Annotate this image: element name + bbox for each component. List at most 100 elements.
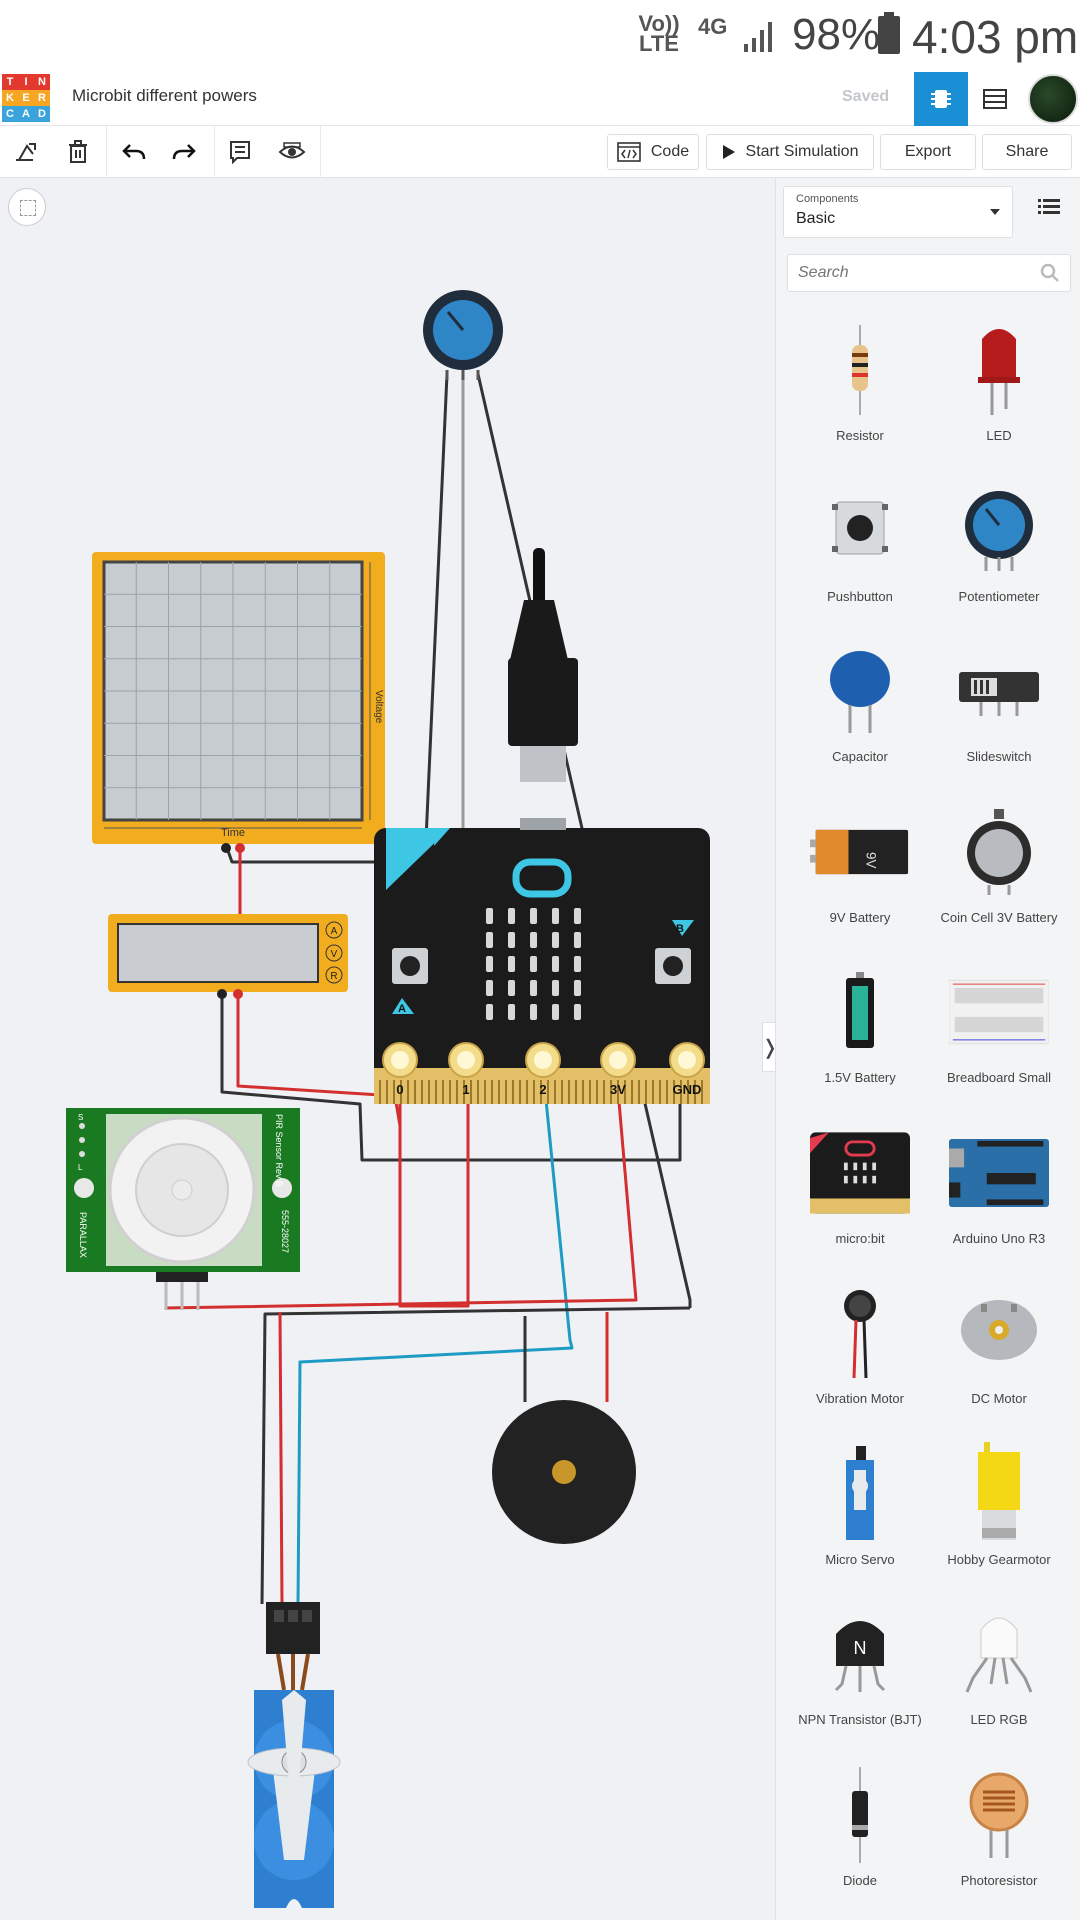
led <box>552 908 559 924</box>
wire-blue[interactable] <box>296 1089 574 1605</box>
component-label: Resistor <box>836 428 884 443</box>
component-tile[interactable]: Slideswitch <box>929 641 1069 801</box>
component-tile[interactable]: micro:bit <box>790 1123 930 1283</box>
saved-status: Saved <box>842 88 890 105</box>
pushbutton-icon <box>810 481 910 581</box>
pin-0-label: 0 <box>396 1082 403 1097</box>
component-tile[interactable]: Arduino Uno R3 <box>929 1123 1069 1283</box>
toolbar-divider <box>320 126 321 178</box>
logo-letter: A <box>18 106 34 122</box>
component-label: Hobby Gearmotor <box>947 1551 1051 1567</box>
microbit-board[interactable]: A B 0 1 2 3V GND <box>374 818 710 1104</box>
wire-black[interactable] <box>260 1306 691 1605</box>
resistor-icon <box>810 320 910 420</box>
component-tile[interactable]: Capacitor <box>790 641 930 801</box>
component-tile[interactable]: Pushbutton <box>790 481 930 641</box>
share-button[interactable]: Share <box>982 134 1072 170</box>
oscilloscope[interactable]: Time Voltage <box>92 552 385 853</box>
component-tile[interactable]: Diode <box>790 1765 930 1920</box>
led <box>486 932 493 948</box>
wire-black[interactable] <box>220 990 682 1162</box>
battery-icon <box>878 12 900 54</box>
led <box>508 908 515 924</box>
wire-red[interactable] <box>236 990 402 1127</box>
start-simulation-button[interactable]: Start Simulation <box>706 134 874 170</box>
toggle-notes-visibility-button[interactable] <box>276 136 308 168</box>
component-tile[interactable]: N NPN Transistor (BJT) <box>790 1604 930 1764</box>
wire-red[interactable] <box>278 1311 284 1605</box>
undo-icon <box>122 144 146 160</box>
play-icon <box>722 145 735 159</box>
component-label: NPN Transistor (BJT) <box>798 1712 922 1727</box>
delete-button[interactable] <box>62 136 94 168</box>
logo-letter: D <box>34 106 50 122</box>
component-tile[interactable]: DC Motor <box>929 1283 1069 1443</box>
component-tile[interactable]: Micro Servo <box>790 1444 930 1604</box>
component-search[interactable] <box>787 254 1071 292</box>
multimeter[interactable]: A V R <box>108 914 348 999</box>
undo-button[interactable] <box>118 136 150 168</box>
component-tile[interactable]: LED RGB <box>929 1604 1069 1764</box>
component-tile[interactable]: Vibration Motor <box>790 1283 930 1443</box>
led <box>574 1004 581 1020</box>
component-tile[interactable]: Potentiometer <box>929 481 1069 641</box>
svg-text:N: N <box>854 1638 867 1658</box>
redo-button[interactable] <box>168 136 200 168</box>
wire-red[interactable] <box>164 1089 638 1310</box>
trash-icon <box>69 140 87 163</box>
components-label: Components <box>796 193 859 205</box>
wire-red[interactable] <box>398 1086 470 1308</box>
wire-black[interactable] <box>225 373 449 864</box>
led <box>530 1004 537 1020</box>
pir-sensor[interactable]: S L PARALLAX PIR Sensor Rev B 555-28027 <box>66 1108 300 1310</box>
circuit-canvas[interactable]: Time Voltage A V R <box>0 178 778 1920</box>
component-tile[interactable]: LED <box>929 320 1069 480</box>
component-label: 1.5V Battery <box>824 1070 896 1085</box>
usb-cable[interactable] <box>508 548 578 782</box>
status-bar: Vo)) LTE 4G 98% 4:03 pm <box>0 0 1080 72</box>
scope-time-label: Time <box>221 827 245 839</box>
circuit-view-button[interactable] <box>914 72 968 126</box>
component-tile[interactable]: Photoresistor <box>929 1765 1069 1920</box>
user-avatar[interactable] <box>1028 74 1078 124</box>
notes-button[interactable] <box>224 136 256 168</box>
list-view-button[interactable] <box>1038 198 1060 221</box>
led <box>530 932 537 948</box>
component-tile[interactable]: Hobby Gearmotor <box>929 1441 1069 1604</box>
potentiometer[interactable] <box>423 290 503 380</box>
component-tile[interactable]: 1.5V Battery <box>790 962 930 1122</box>
scope-voltage-label: Voltage <box>373 690 384 724</box>
project-title[interactable]: Microbit different powers <box>72 86 257 105</box>
search-input[interactable] <box>788 255 1028 291</box>
components-dropdown[interactable]: Components Basic <box>783 186 1013 238</box>
components-category: Basic <box>796 210 836 227</box>
slideswitch-icon <box>949 641 1049 741</box>
led <box>486 908 493 924</box>
led <box>552 1004 559 1020</box>
pin-2-label: 2 <box>539 1082 546 1097</box>
led-matrix <box>486 908 581 1020</box>
rotate-button[interactable] <box>10 136 42 168</box>
micro-servo[interactable] <box>247 1602 341 1908</box>
vibration-motor-icon <box>810 1283 910 1383</box>
led <box>508 932 515 948</box>
component-tile[interactable]: Breadboard Small <box>929 962 1069 1122</box>
component-tile[interactable]: Coin Cell 3V Battery <box>929 802 1069 962</box>
schematic-view-button[interactable] <box>968 72 1022 126</box>
fit-view-button[interactable] <box>8 188 46 226</box>
led <box>530 956 537 972</box>
component-label: Pushbutton <box>827 588 893 604</box>
component-label: Photoresistor <box>960 1872 1038 1888</box>
piezo-buzzer[interactable] <box>492 1400 636 1544</box>
component-tile[interactable]: Resistor <box>790 320 930 480</box>
pir-brand: PARALLAX <box>78 1212 88 1258</box>
code-button[interactable]: Code <box>607 134 699 170</box>
diode-icon <box>810 1765 910 1865</box>
mode-v-label: V <box>331 949 338 960</box>
export-button[interactable]: Export <box>880 134 976 170</box>
notes-icon <box>230 141 250 164</box>
photoresistor-icon <box>949 1765 1049 1865</box>
list-table-icon <box>983 89 1007 109</box>
